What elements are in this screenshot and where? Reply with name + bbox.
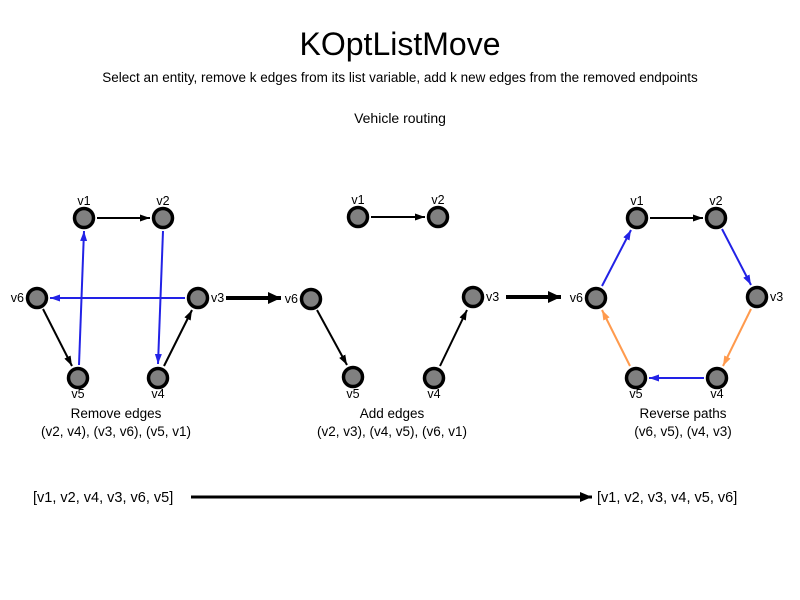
reverse-paths-node-v5 bbox=[624, 366, 648, 390]
add-edges-edge-v6-v5 bbox=[316, 309, 348, 366]
add-edges-node-label-v4: v4 bbox=[427, 387, 440, 401]
add-edges-node-v5 bbox=[341, 365, 365, 389]
graph-remove-edges: v1 v2 v6 v3 v5 v4 Remove edges (v2, v4),… bbox=[11, 194, 224, 439]
remove-edges-node-label-v4: v4 bbox=[151, 387, 164, 401]
remove-edges-caption-detail: (v2, v4), (v3, v6), (v5, v1) bbox=[41, 424, 191, 439]
reverse-paths-caption: Reverse paths bbox=[639, 406, 726, 421]
remove-edges-node-label-v5: v5 bbox=[71, 387, 84, 401]
remove-edges-edge-v4-v3 bbox=[163, 309, 193, 367]
add-edges-caption-detail: (v2, v3), (v4, v5), (v6, v1) bbox=[317, 424, 467, 439]
add-edges-node-v1 bbox=[346, 205, 370, 229]
reverse-paths-node-label-v3: v3 bbox=[770, 290, 783, 304]
reverse-paths-node-v2 bbox=[704, 206, 728, 230]
reverse-paths-edge-v3-v4 bbox=[722, 308, 752, 367]
graph-reverse-paths: v1 v2 v6 v3 v5 v4 Reverse paths (v6, v5)… bbox=[570, 194, 783, 439]
footer-after-list: [v1, v2, v3, v4, v5, v6] bbox=[597, 490, 737, 506]
page-subtitle: Select an entity, remove k edges from it… bbox=[102, 70, 698, 85]
remove-edges-caption: Remove edges bbox=[71, 406, 162, 421]
remove-edges-node-v2 bbox=[151, 206, 175, 230]
remove-edges-node-label-v3: v3 bbox=[211, 291, 224, 305]
add-edges-node-v6 bbox=[299, 287, 323, 311]
reverse-paths-edge-v5-v6 bbox=[601, 309, 631, 367]
add-edges-node-v3 bbox=[461, 285, 485, 309]
reverse-paths-node-label-v2: v2 bbox=[709, 194, 722, 208]
reverse-paths-caption-detail: (v6, v5), (v4, v3) bbox=[634, 424, 732, 439]
reverse-paths-node-v1 bbox=[625, 206, 649, 230]
reverse-paths-node-label-v1: v1 bbox=[630, 194, 643, 208]
add-edges-node-label-v5: v5 bbox=[346, 387, 359, 401]
reverse-paths-node-v3 bbox=[745, 285, 769, 309]
remove-edges-edge-v5-v1 bbox=[78, 230, 88, 366]
reverse-paths-node-label-v4: v4 bbox=[710, 387, 723, 401]
add-edges-node-label-v6: v6 bbox=[285, 292, 298, 306]
remove-edges-node-label-v1: v1 bbox=[77, 194, 90, 208]
remove-edges-edge-v6-v5 bbox=[42, 308, 73, 367]
add-edges-node-v4 bbox=[422, 366, 446, 390]
reverse-paths-node-label-v6: v6 bbox=[570, 291, 583, 305]
add-edges-node-label-v3: v3 bbox=[486, 290, 499, 304]
page-title: KOptListMove bbox=[300, 26, 501, 62]
remove-edges-node-v6 bbox=[25, 286, 49, 310]
footer-list-transformation: [v1, v2, v4, v3, v6, v5] [v1, v2, v3, v4… bbox=[33, 490, 737, 506]
reverse-paths-node-v4 bbox=[705, 366, 729, 390]
reverse-paths-node-label-v5: v5 bbox=[629, 387, 642, 401]
add-edges-edge-v4-v3 bbox=[439, 309, 468, 367]
reverse-paths-edge-v2-v3 bbox=[721, 228, 752, 286]
section-label: Vehicle routing bbox=[354, 110, 446, 126]
remove-edges-node-label-v2: v2 bbox=[156, 194, 169, 208]
reverse-paths-node-v6 bbox=[584, 286, 608, 310]
add-edges-node-label-v1: v1 bbox=[351, 193, 364, 207]
remove-edges-node-label-v6: v6 bbox=[11, 291, 24, 305]
add-edges-caption: Add edges bbox=[360, 406, 425, 421]
reverse-paths-edge-v6-v1 bbox=[601, 229, 632, 287]
remove-edges-node-v3 bbox=[186, 286, 210, 310]
remove-edges-node-v1 bbox=[72, 206, 96, 230]
remove-edges-node-v5 bbox=[66, 366, 90, 390]
add-edges-node-v2 bbox=[426, 205, 450, 229]
remove-edges-node-v4 bbox=[146, 366, 170, 390]
footer-before-list: [v1, v2, v4, v3, v6, v5] bbox=[33, 490, 173, 506]
graph-add-edges: v1 v2 v6 v3 v5 v4 Add edges (v2, v3), (v… bbox=[285, 193, 499, 439]
add-edges-node-label-v2: v2 bbox=[431, 193, 444, 207]
